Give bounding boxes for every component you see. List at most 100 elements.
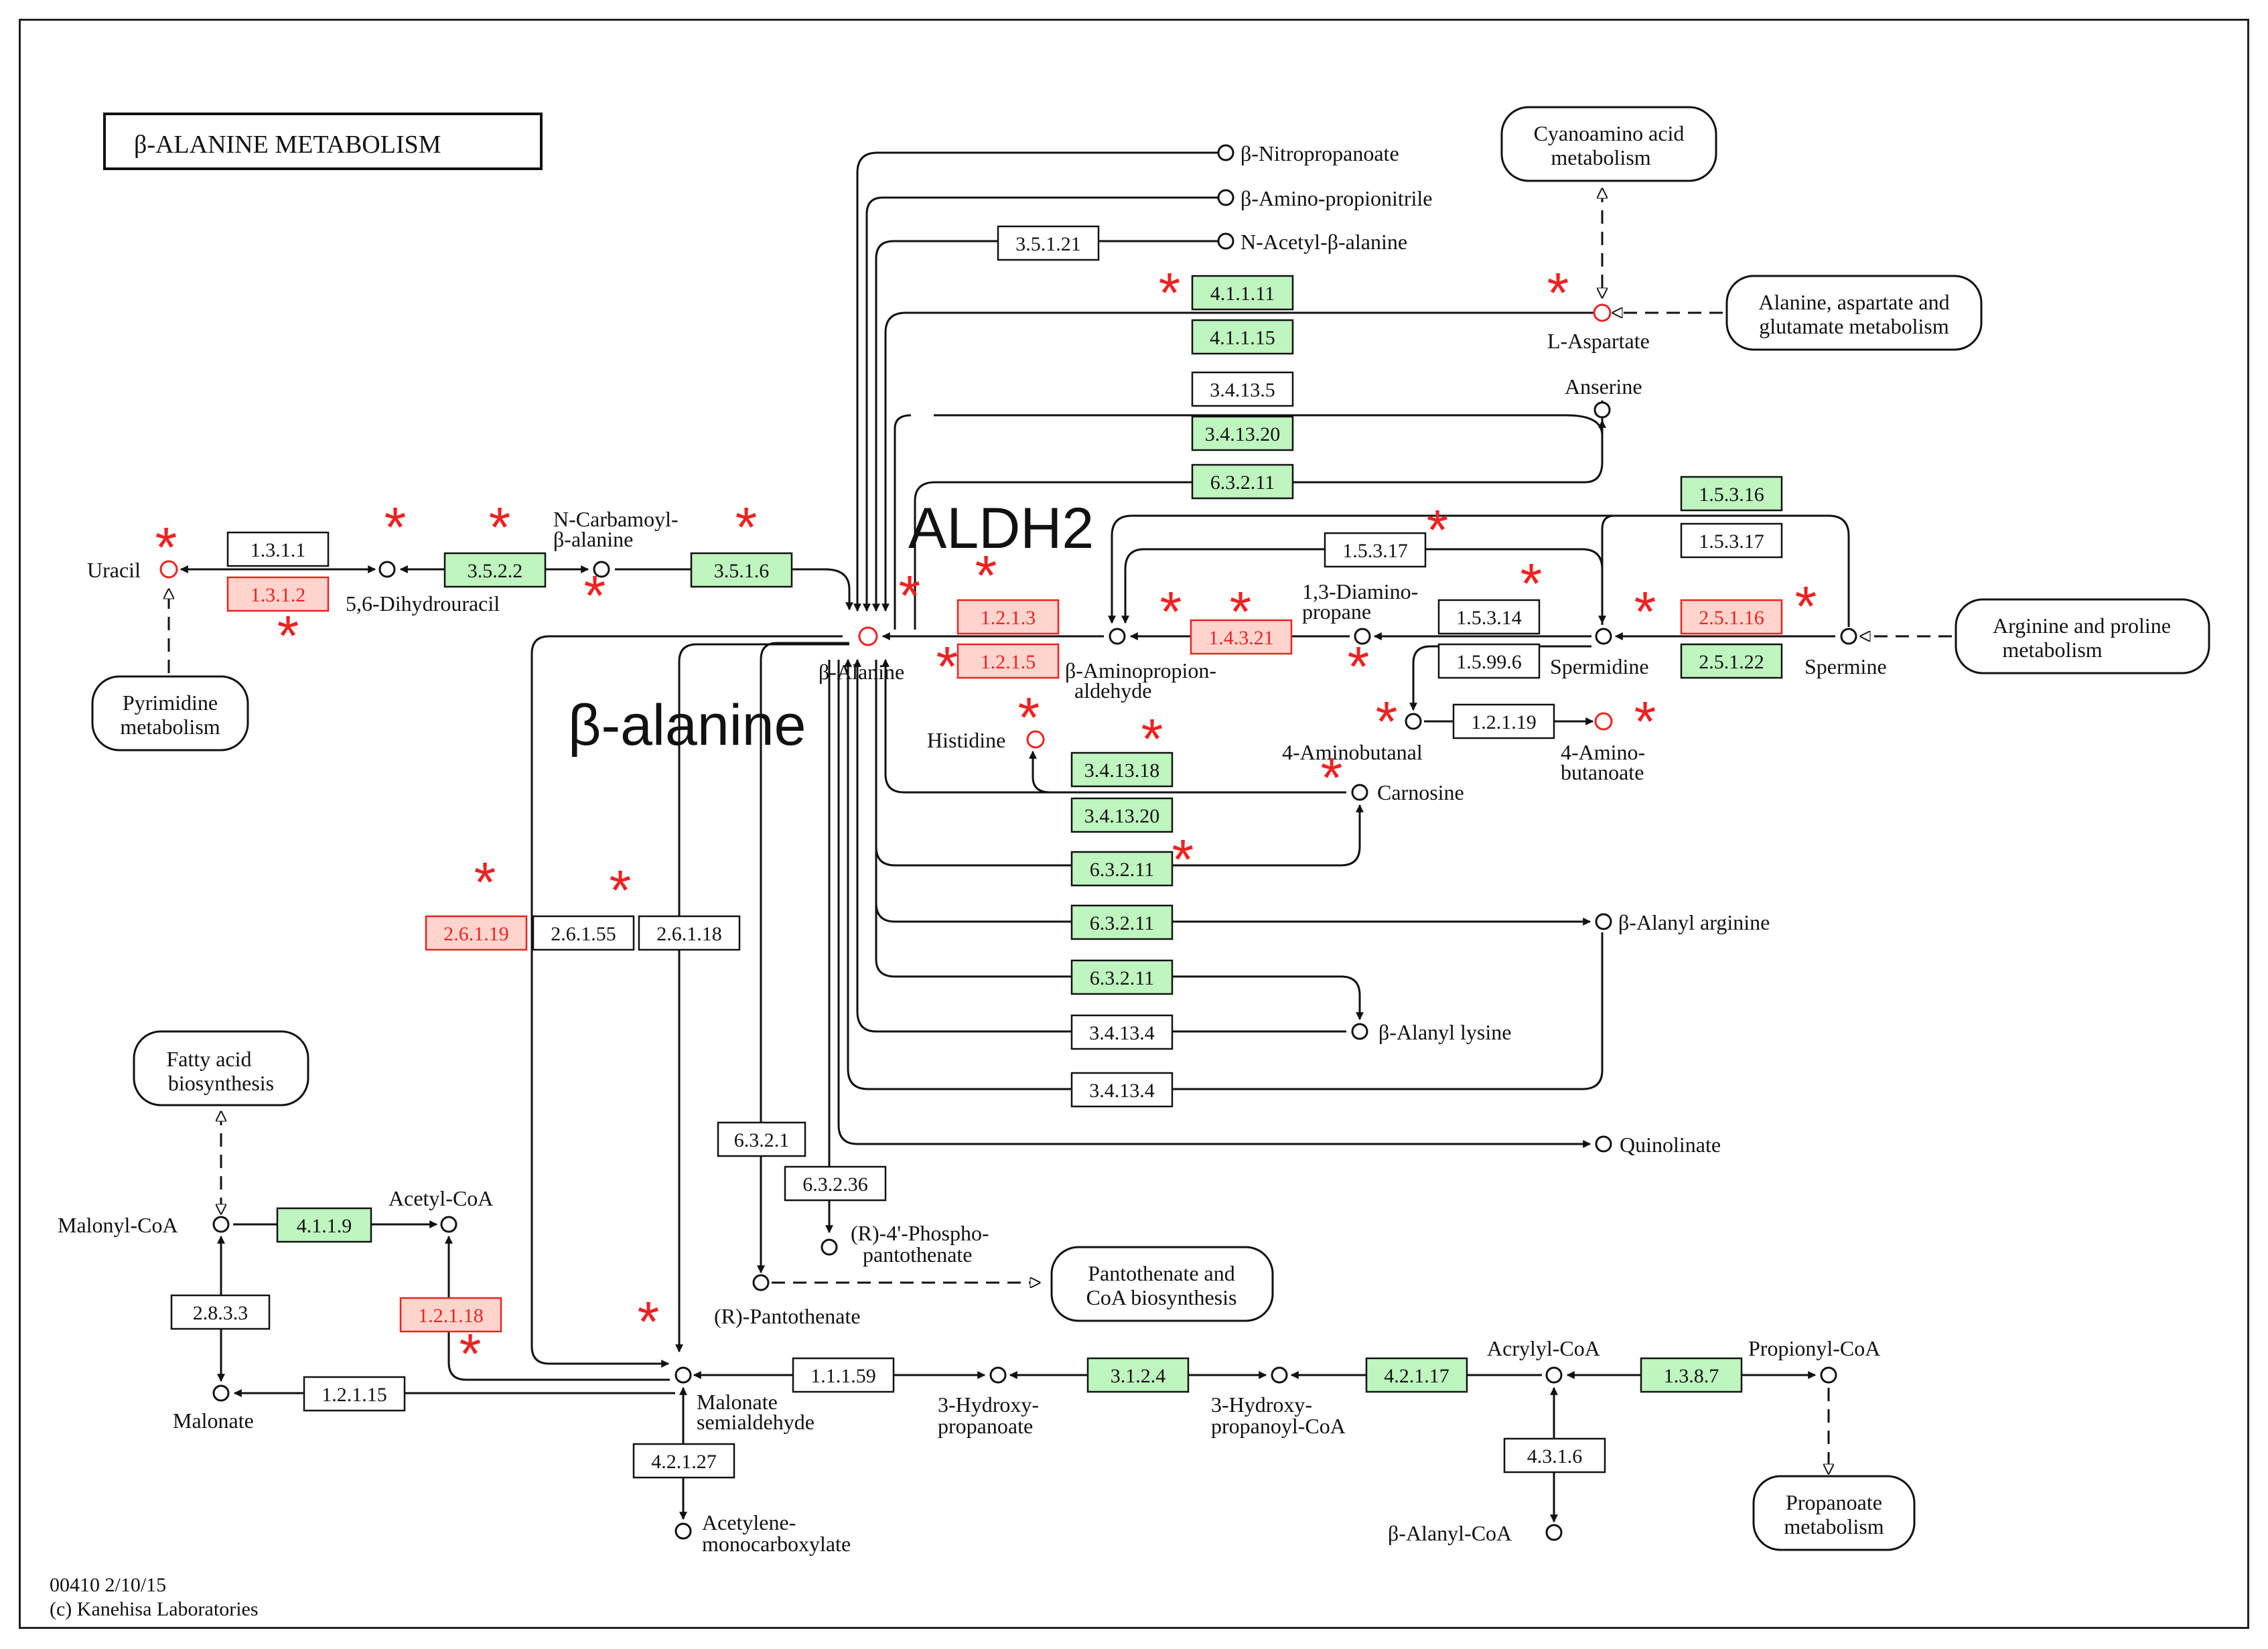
node-propionyl-coa[interactable] (1820, 1366, 1837, 1384)
node-diaminopropane[interactable] (1354, 628, 1371, 645)
pathway-box-cyanoamino[interactable] (1500, 106, 1717, 182)
enzyme-4-2-1-27[interactable]: 4.2.1.27 (651, 1451, 717, 1473)
pathway-box-fattyacid[interactable] (133, 1030, 309, 1106)
node-spermine[interactable] (1840, 628, 1857, 645)
enzyme-1-3-8-7[interactable]: 1.3.8.7 (1664, 1365, 1719, 1387)
node-phosphopantothenate[interactable] (821, 1238, 838, 1256)
node-b-alanine[interactable] (858, 626, 878, 646)
enzyme-3-4-13-18[interactable]: 3.4.13.18 (1084, 760, 1160, 782)
enzyme-2-6-1-18[interactable]: 2.6.1.18 (656, 923, 722, 945)
enzyme-3-4-13-20-b[interactable]: 3.4.13.20 (1084, 805, 1160, 827)
enzyme-1-5-99-6[interactable]: 1.5.99.6 (1456, 651, 1522, 673)
edge-alanylarginine-balanine (844, 658, 1604, 1090)
node-alanyl-arginine[interactable] (1595, 913, 1612, 930)
enzyme-2-5-1-16[interactable]: 2.5.1.16 (1699, 607, 1764, 629)
enzyme-6-3-2-11-c[interactable]: 6.3.2.11 (1090, 912, 1154, 934)
node-anserine[interactable] (1593, 401, 1611, 419)
enzyme-2-6-1-55[interactable]: 2.6.1.55 (551, 923, 616, 945)
enzyme-1-3-1-2[interactable]: 1.3.1.2 (251, 584, 306, 606)
node-acrylyl-coa[interactable] (1545, 1366, 1563, 1384)
label-aminobutanoate-line1: 4-Amino- (1561, 740, 1645, 764)
asterisk-marker: * (610, 859, 632, 922)
pathway-box-pantothenate[interactable] (1050, 1246, 1274, 1322)
enzyme-3-5-2-2[interactable]: 3.5.2.2 (468, 560, 523, 582)
enzyme-1-5-3-14[interactable]: 1.5.3.14 (1456, 607, 1522, 629)
enzyme-4-3-1-6[interactable]: 4.3.1.6 (1527, 1445, 1583, 1467)
enzyme-6-3-2-11-b[interactable]: 6.3.2.11 (1090, 859, 1154, 881)
node-carbamoyl[interactable] (593, 561, 610, 578)
enzyme-6-3-2-36[interactable]: 6.3.2.36 (802, 1173, 868, 1196)
pathway-box-pyrimidine[interactable] (91, 675, 249, 751)
enzyme-3-5-1-21[interactable]: 3.5.1.21 (1015, 233, 1081, 255)
enzyme-1-5-3-17-b[interactable]: 1.5.3.17 (1699, 530, 1764, 553)
label-alanyl-arginine: β-Alanyl arginine (1618, 910, 1770, 934)
label-phosphopantothenate-line2: pantothenate (863, 1242, 972, 1267)
node-hydroxypropanoate[interactable] (989, 1366, 1007, 1384)
enzyme-1-2-1-19[interactable]: 1.2.1.19 (1471, 711, 1537, 733)
node-malonate[interactable] (212, 1384, 230, 1402)
label-propionyl-coa: Propionyl-CoA (1748, 1336, 1880, 1360)
enzyme-2-6-1-19[interactable]: 2.6.1.19 (443, 923, 509, 945)
enzyme-6-3-2-11-a[interactable]: 6.3.2.11 (1210, 472, 1275, 494)
node-acetylenemonocarboxylate[interactable] (675, 1522, 692, 1540)
asterisk-marker: * (735, 496, 758, 559)
pathway-box-argpro[interactable] (1955, 598, 2210, 674)
node-dihydrouracil[interactable] (378, 561, 396, 578)
enzyme-1-2-1-15[interactable]: 1.2.1.15 (322, 1384, 387, 1406)
node-histidine[interactable] (1026, 730, 1045, 749)
node-aminopropionitrile[interactable] (1217, 189, 1234, 206)
enzyme-3-4-13-5[interactable]: 3.4.13.5 (1210, 379, 1275, 401)
enzyme-box-2-5-1-22 (1680, 643, 1783, 679)
enzyme-1-4-3-21[interactable]: 1.4.3.21 (1208, 627, 1274, 649)
node-malonate-semialdehyde[interactable] (675, 1366, 692, 1384)
asterisk-marker: * (277, 604, 299, 667)
enzyme-6-3-2-1[interactable]: 6.3.2.1 (734, 1129, 790, 1151)
enzyme-6-3-2-11-d[interactable]: 6.3.2.11 (1090, 967, 1154, 989)
enzyme-2-5-1-22[interactable]: 2.5.1.22 (1699, 651, 1764, 673)
enzyme-2-8-3-3[interactable]: 2.8.3.3 (193, 1302, 249, 1324)
enzyme-3-4-13-4-a[interactable]: 3.4.13.4 (1089, 1022, 1155, 1044)
node-nitropropanoate[interactable] (1217, 144, 1234, 161)
node-aminobutanoate[interactable] (1594, 712, 1613, 731)
pathway-alaasp-line1: Alanine, aspartate and (1758, 290, 1949, 314)
enzyme-boxes (170, 225, 1783, 1479)
node-carnosine[interactable] (1351, 784, 1368, 801)
enzyme-1-1-1-59[interactable]: 1.1.1.59 (810, 1365, 876, 1387)
node-hydroxypropanoyl-coa[interactable] (1271, 1366, 1288, 1384)
pathway-argpro-line2: metabolism (2002, 638, 2102, 662)
node-alanyl-lysine[interactable] (1351, 1023, 1368, 1040)
label-spermidine: Spermidine (1550, 654, 1649, 678)
node-spermidine[interactable] (1595, 628, 1612, 645)
asterisk-marker: * (1634, 580, 1656, 643)
node-uracil[interactable] (159, 560, 178, 579)
node-quinolinate[interactable] (1595, 1135, 1612, 1153)
node-aminopropionaldehyde[interactable] (1109, 628, 1126, 645)
pathway-box-alaasp[interactable] (1725, 275, 1983, 351)
node-alanyl-coa[interactable] (1545, 1524, 1563, 1541)
enzyme-4-2-1-17[interactable]: 4.2.1.17 (1384, 1365, 1449, 1387)
enzyme-4-1-1-15[interactable]: 4.1.1.15 (1210, 327, 1275, 349)
enzyme-1-2-1-5[interactable]: 1.2.1.5 (981, 651, 1036, 673)
enzyme-1-2-1-18[interactable]: 1.2.1.18 (418, 1305, 484, 1327)
node-aminobutanal[interactable] (1405, 713, 1422, 730)
node-acetyl-balanine[interactable] (1217, 232, 1234, 250)
enzyme-1-5-3-17-a[interactable]: 1.5.3.17 (1342, 540, 1408, 562)
enzyme-3-4-13-4-b[interactable]: 3.4.13.4 (1089, 1080, 1155, 1102)
enzyme-box-1-3-8-7 (1640, 1357, 1743, 1393)
node-pantothenate[interactable] (752, 1274, 770, 1291)
node-l-aspartate[interactable] (1593, 303, 1612, 322)
enzyme-4-1-1-9[interactable]: 4.1.1.9 (297, 1215, 352, 1237)
enzyme-box-3-5-1-21 (997, 225, 1100, 261)
enzyme-1-2-1-3[interactable]: 1.2.1.3 (981, 607, 1036, 629)
node-acetyl-coa[interactable] (440, 1216, 457, 1233)
enzyme-box-1-5-3-17-a (1324, 532, 1427, 568)
pathway-box-propanoate[interactable] (1752, 1475, 1916, 1551)
enzyme-4-1-1-11[interactable]: 4.1.1.11 (1210, 283, 1275, 305)
enzyme-3-4-13-20-a[interactable]: 3.4.13.20 (1205, 423, 1281, 445)
enzyme-1-3-1-1[interactable]: 1.3.1.1 (251, 539, 306, 561)
enzyme-1-5-3-16[interactable]: 1.5.3.16 (1699, 484, 1764, 506)
enzyme-3-1-2-4[interactable]: 3.1.2.4 (1111, 1365, 1166, 1387)
label-hydroxycoa-line2: propanoyl-CoA (1211, 1414, 1346, 1438)
enzyme-3-5-1-6[interactable]: 3.5.1.6 (714, 560, 770, 582)
node-malonyl-coa[interactable] (212, 1216, 230, 1233)
